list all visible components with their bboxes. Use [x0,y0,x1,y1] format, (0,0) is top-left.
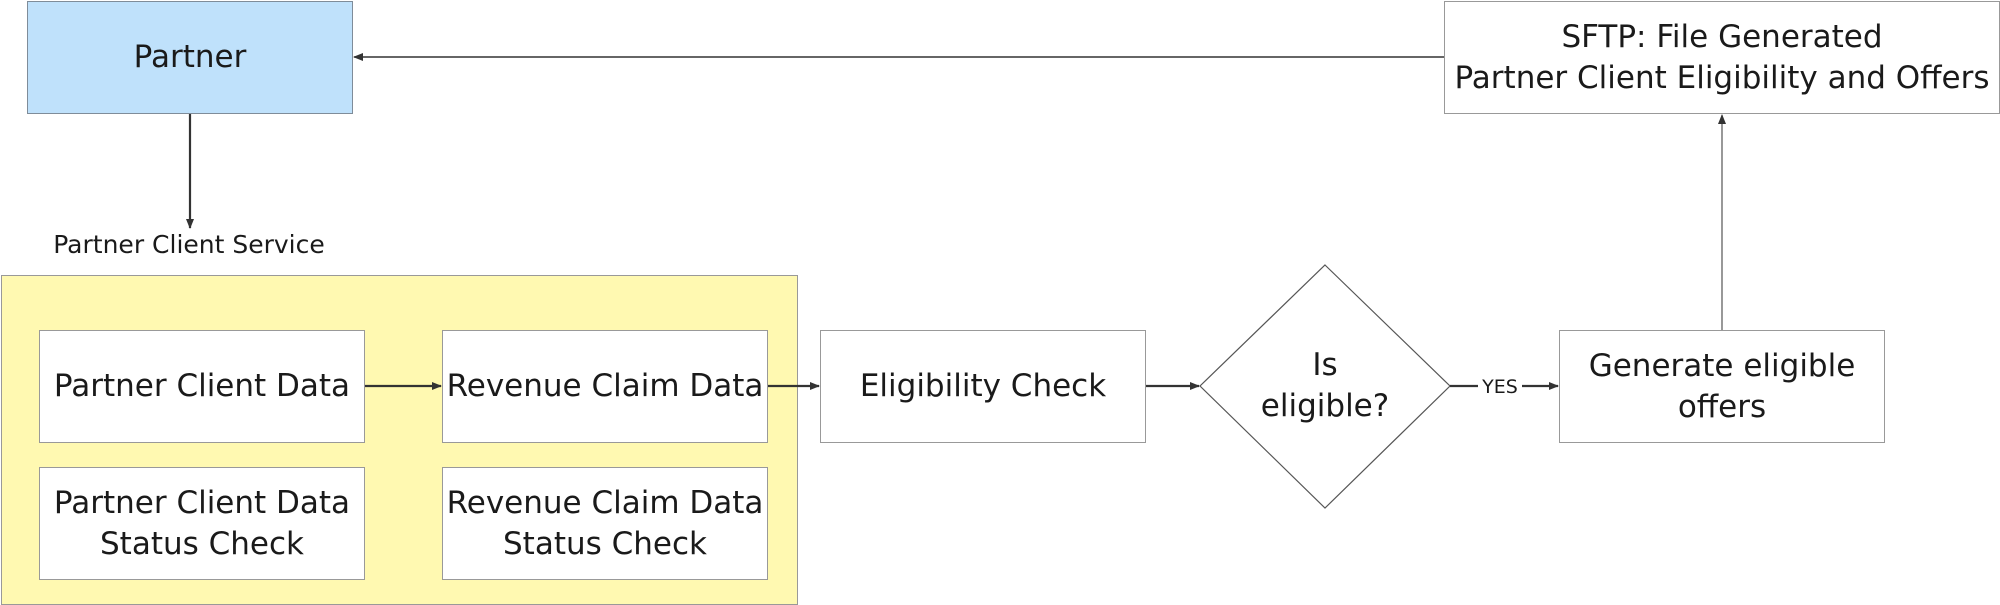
eligibility-check-node[interactable]: Eligibility Check [820,330,1146,443]
partner-client-status-node[interactable]: Partner Client Data Status Check [39,467,365,580]
sftp-file-node[interactable]: SFTP: File Generated Partner Client Elig… [1444,1,2000,114]
partner-client-data-node[interactable]: Partner Client Data [39,330,365,443]
revenue-claim-status-node[interactable]: Revenue Claim Data Status Check [442,467,768,580]
group-label: Partner Client Service [53,230,325,259]
decision-label: Is eligible? [1260,347,1390,424]
decision-diamond [1199,264,1451,509]
yes-label: YES [1478,374,1522,400]
revenue-claim-data-node[interactable]: Revenue Claim Data [442,330,768,443]
generate-offers-node[interactable]: Generate eligible offers [1559,330,1885,443]
partner-node[interactable]: Partner [27,1,353,114]
